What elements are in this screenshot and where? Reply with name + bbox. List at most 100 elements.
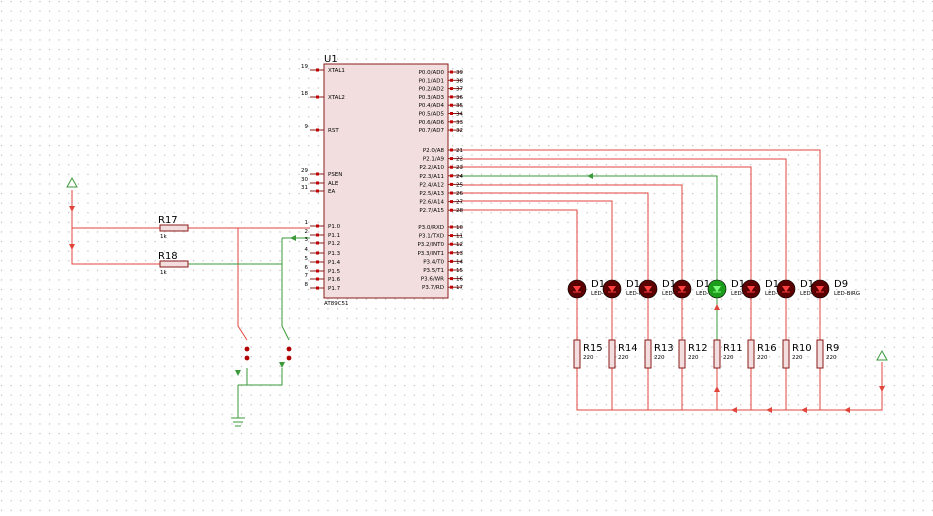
mcu-left-pins: 19XTAL118XTAL29RST29PSEN30ALE31EA1P1.02P… bbox=[301, 64, 345, 292]
mcu-pin-name: P2.4/A12 bbox=[419, 182, 444, 188]
mcu-pin[interactable]: 1P1.0 bbox=[305, 220, 341, 230]
push-button-switch[interactable] bbox=[286, 346, 292, 361]
mcu-pin-number: 35 bbox=[456, 103, 463, 109]
mcu-pin-number: 27 bbox=[456, 200, 463, 206]
mcu-pin-number: 31 bbox=[301, 185, 308, 191]
mcu-pin-number: 30 bbox=[301, 177, 308, 183]
mcu-pin-name: XTAL2 bbox=[328, 95, 345, 101]
resistor-label: R11 bbox=[723, 343, 743, 354]
mcu-chip[interactable]: U1 AT89C51 19XTAL118XTAL29RST29PSEN30ALE… bbox=[301, 54, 463, 307]
mcu-pin-number: 5 bbox=[305, 256, 309, 262]
mcu-pin-name: P3.3/INT1 bbox=[417, 251, 444, 257]
led-refdes: D1 bbox=[731, 279, 745, 290]
resistor-r18[interactable]: R18 1k bbox=[158, 251, 189, 276]
mcu-pin-number: 11 bbox=[456, 234, 463, 240]
resistor-r17[interactable]: R17 1k bbox=[158, 215, 189, 240]
mcu-pin-name: P0.1/AD1 bbox=[419, 78, 444, 84]
mcu-refdes: U1 bbox=[324, 54, 338, 65]
mcu-pin[interactable]: 2P1.1 bbox=[305, 229, 341, 239]
resistor-value: 1k bbox=[160, 270, 167, 276]
mcu-pin-number: 24 bbox=[456, 174, 463, 180]
current-arrows bbox=[69, 173, 885, 413]
mcu-pin-name: P3.7/RD bbox=[422, 285, 444, 291]
mcu-pin-name: EA bbox=[328, 189, 335, 195]
mcu-pin-name: P1.3 bbox=[328, 251, 341, 257]
mcu-pin[interactable]: 3P1.2 bbox=[305, 237, 341, 247]
mcu-pin-name: P3.5/T1 bbox=[423, 268, 444, 274]
led-refdes: D1 bbox=[696, 279, 710, 290]
resistor-label: R13 bbox=[654, 343, 674, 354]
mcu-pin-name: P1.5 bbox=[328, 269, 341, 275]
led-refdes: D1 bbox=[662, 279, 676, 290]
mcu-pin-number: 8 bbox=[305, 282, 309, 288]
mcu-pin-number: 33 bbox=[456, 120, 463, 126]
resistor-value: 220 bbox=[723, 355, 734, 361]
mcu-pin-name: P0.7/AD7 bbox=[419, 128, 445, 134]
led-refdes: D1 bbox=[591, 279, 605, 290]
mcu-pin[interactable]: 7P1.6 bbox=[305, 273, 341, 283]
mcu-pin[interactable]: 6P1.5 bbox=[305, 265, 341, 275]
mcu-pin-name: P1.7 bbox=[328, 286, 341, 292]
mcu-pin[interactable]: 5P1.4 bbox=[305, 256, 341, 266]
mcu-pin-number: 18 bbox=[301, 91, 308, 97]
mcu-pin-number: 21 bbox=[456, 148, 463, 154]
mcu-pin-name: P0.0/AD0 bbox=[419, 70, 445, 76]
mcu-pin-number: 6 bbox=[305, 265, 309, 271]
mcu-pin[interactable]: 4P1.3 bbox=[305, 247, 341, 257]
led-value: LED-RED bbox=[591, 291, 615, 297]
mcu-pin[interactable]: 8P1.7 bbox=[305, 282, 341, 292]
mcu-pin-number: 1 bbox=[305, 220, 309, 226]
push-button-switch[interactable] bbox=[244, 346, 250, 361]
mcu-pin-number: 36 bbox=[456, 95, 463, 101]
